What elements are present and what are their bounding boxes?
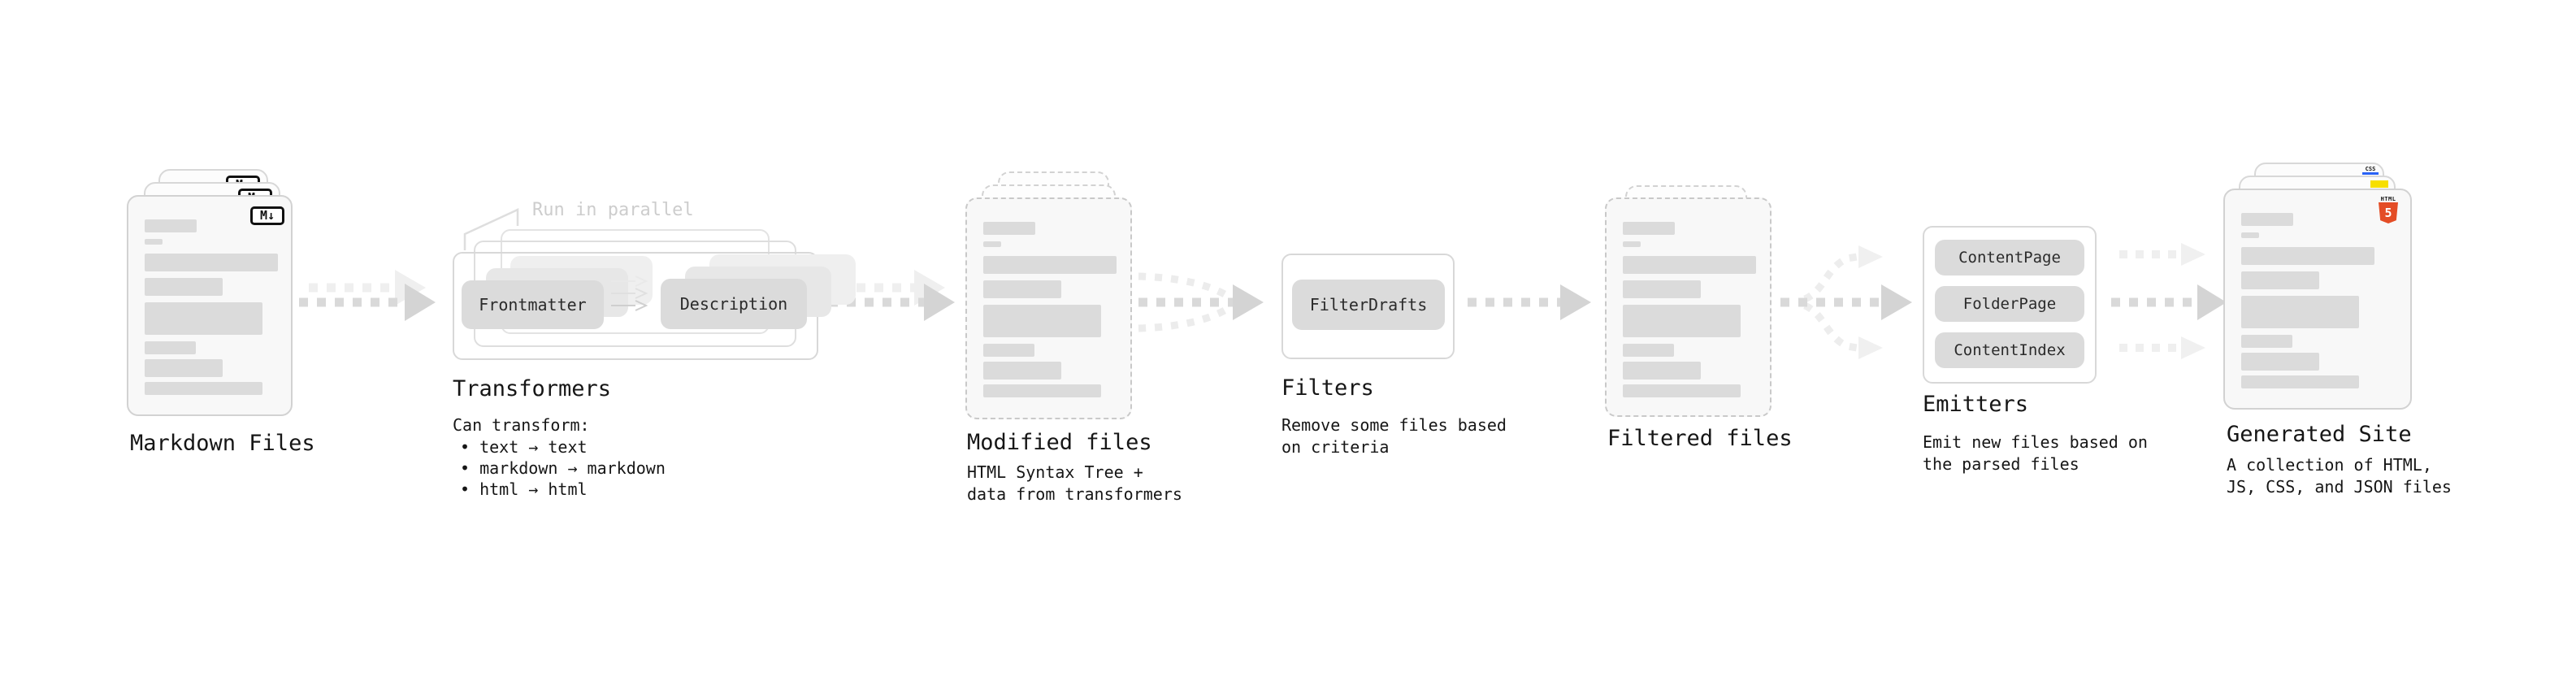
flow-arrow-emitters-to-generated-icon — [2111, 243, 2227, 359]
transformers-subtitle: Can transform: — [453, 415, 590, 435]
filtered-files-title: Filtered files — [1607, 426, 1793, 451]
folderpage-pill: FolderPage — [1935, 286, 2084, 322]
transformers-title: Transformers — [453, 376, 612, 401]
emitters-title: Emitters — [1923, 392, 2029, 417]
contentpage-pill: ContentPage — [1935, 240, 2084, 275]
markdown-file-card: M↓ — [127, 195, 293, 416]
flow-arrow-markdown-to-transformers-icon — [299, 270, 436, 321]
modified-files-title: Modified files — [967, 430, 1152, 455]
filtered-file-card — [1605, 197, 1772, 417]
caption-line: HTML Syntax Tree + — [967, 462, 1143, 482]
emitters-box: ContentPage FolderPage ContentIndex — [1923, 226, 2097, 384]
html5-icon: HTML 5 — [2378, 196, 2399, 223]
filters-caption: Remove some files based on criteria — [1281, 414, 1507, 458]
emitters-caption: Emit new files based on the parsed files — [1923, 432, 2148, 475]
contentindex-pill: ContentIndex — [1935, 332, 2084, 368]
caption-line: Remove some files based — [1281, 415, 1507, 435]
markdown-icon: M↓ — [250, 206, 284, 225]
modified-files-caption: HTML Syntax Tree + data from transformer… — [967, 462, 1182, 505]
js-icon — [2370, 180, 2388, 188]
bullet-item: • markdown → markdown — [460, 458, 666, 478]
flow-arrow-transformers-to-modified-icon — [829, 270, 955, 321]
caption-line: the parsed files — [1923, 454, 2079, 474]
markdown-files-title: Markdown Files — [130, 431, 315, 456]
generated-site-title: Generated Site — [2227, 422, 2412, 447]
generated-site-caption: A collection of HTML, JS, CSS, and JSON … — [2227, 454, 2452, 498]
parallel-arrows-icon — [611, 275, 648, 311]
caption-line: data from transformers — [967, 484, 1182, 504]
generated-file-card: HTML 5 — [2223, 189, 2412, 410]
flow-arrow-filtered-to-emitters-icon — [1780, 245, 1912, 359]
description-pill: Description — [661, 279, 807, 329]
flow-arrow-filters-to-filtered-icon — [1468, 284, 1591, 320]
transformers-bullet-list: • text → text • markdown → markdown • ht… — [460, 436, 666, 500]
caption-line: on criteria — [1281, 437, 1390, 457]
css-icon: CSS — [2362, 167, 2379, 175]
bullet-item: • html → html — [460, 479, 588, 499]
caption-line: A collection of HTML, — [2227, 455, 2432, 475]
filters-title: Filters — [1281, 375, 1374, 401]
caption-line: Emit new files based on — [1923, 432, 2148, 452]
filterdrafts-pill: FilterDrafts — [1292, 280, 1445, 330]
flow-arrow-modified-to-filters-icon — [1138, 272, 1264, 332]
bullet-item: • text → text — [460, 437, 588, 457]
modified-file-card — [965, 197, 1132, 419]
run-in-parallel-note: Run in parallel — [532, 200, 694, 220]
caption-line: JS, CSS, and JSON files — [2227, 477, 2452, 497]
callout-line-icon — [463, 208, 519, 250]
frontmatter-pill: Frontmatter — [462, 280, 604, 329]
